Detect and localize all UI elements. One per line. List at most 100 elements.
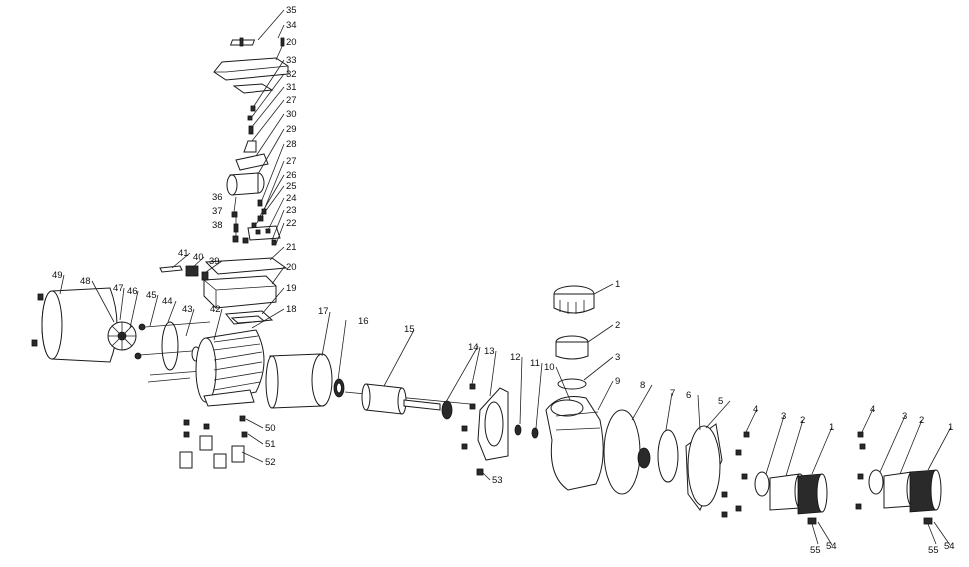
part-label: 47	[113, 283, 124, 294]
leader-line	[631, 384, 653, 421]
motor-assembly	[31, 287, 471, 469]
leader-line	[91, 280, 115, 323]
part-label: 21	[286, 242, 297, 253]
part-label: 49	[52, 270, 63, 281]
part-label: 16	[358, 316, 369, 327]
terminal-box-group	[159, 257, 288, 325]
part-label: 6	[686, 390, 691, 401]
part-label: 3	[615, 352, 620, 363]
leader-line	[167, 300, 177, 323]
leader-line	[705, 400, 731, 429]
part-label: 4	[753, 404, 758, 415]
leader-line	[321, 311, 331, 357]
part-label: 24	[286, 193, 297, 204]
leader-line	[149, 294, 159, 327]
part-label: 13	[484, 346, 495, 357]
part-label: 12	[510, 352, 521, 363]
leader-line	[263, 160, 285, 211]
part-label: 26	[286, 170, 297, 181]
part-label: 27	[286, 156, 297, 167]
part-label: 5	[718, 396, 723, 407]
leader-line	[205, 260, 223, 273]
leader-line	[275, 222, 285, 245]
part-label: 3	[781, 411, 786, 422]
part-label: 27	[286, 95, 297, 106]
leader-line	[259, 174, 285, 217]
part-label: 54	[826, 541, 837, 552]
leader-line	[927, 426, 952, 471]
leader-line	[811, 426, 833, 475]
leader-line	[745, 408, 758, 433]
leader-line	[471, 346, 481, 385]
part-label: 50	[265, 423, 276, 434]
part-label: 35	[286, 5, 297, 16]
part-label: 55	[928, 545, 939, 556]
part-label: 44	[162, 296, 173, 307]
part-label: 48	[80, 276, 91, 287]
part-label: 55	[810, 545, 821, 556]
leader-line	[267, 197, 285, 231]
part-label: 37	[212, 206, 223, 217]
leader-line	[269, 246, 285, 261]
leader-line	[257, 9, 285, 41]
part-labels: 35 34 20 33 32 31 27 30 29 28 27 26 25 2…	[52, 5, 955, 556]
terminal-box-cover-group	[213, 37, 289, 246]
leader-line	[233, 196, 237, 213]
part-label: 51	[265, 439, 276, 450]
part-label: 10	[544, 362, 555, 373]
leader-line	[555, 366, 571, 401]
leader-line	[119, 287, 125, 321]
part-label: 11	[530, 358, 540, 369]
part-label: 30	[286, 109, 297, 120]
leader-line	[275, 41, 285, 61]
part-label: 9	[615, 376, 620, 387]
part-label: 1	[948, 422, 953, 433]
leader-line	[817, 521, 833, 546]
leader-line	[593, 283, 614, 295]
part-label: 34	[286, 20, 297, 31]
leader-line	[665, 392, 673, 431]
part-label: 32	[286, 69, 297, 80]
part-label: 2	[615, 320, 620, 331]
leader-line	[597, 380, 614, 411]
leader-line	[271, 266, 285, 285]
part-label: 33	[286, 55, 297, 66]
leader-line	[811, 523, 819, 545]
part-label: 25	[286, 181, 297, 192]
leader-line	[257, 128, 285, 175]
leader-line	[337, 319, 347, 381]
leader-line	[191, 256, 205, 269]
leader-line	[271, 209, 285, 241]
part-label: 54	[944, 541, 955, 552]
leader-line	[255, 185, 285, 225]
part-label: 18	[286, 304, 297, 315]
part-label: 20	[286, 37, 297, 48]
leader-line	[933, 521, 951, 546]
leader-line	[241, 451, 264, 463]
part-label: 23	[286, 205, 297, 216]
leader-line	[255, 113, 285, 157]
part-label: 42	[210, 304, 221, 315]
leader-line	[185, 308, 195, 337]
leader-line	[765, 415, 785, 475]
leader-line	[879, 415, 906, 473]
part-label: 7	[670, 388, 675, 399]
part-label: 46	[127, 286, 138, 297]
leader-line	[250, 73, 285, 119]
part-label: 31	[286, 82, 297, 93]
part-label: 40	[193, 252, 204, 263]
part-label: 28	[286, 139, 297, 150]
leader-line	[251, 308, 285, 329]
leader-line	[251, 99, 285, 142]
leader-line	[277, 24, 285, 39]
leader-line	[445, 345, 479, 403]
leader-line	[489, 350, 497, 397]
leader-line	[899, 419, 923, 475]
part-label: 17	[318, 306, 329, 317]
part-label: 19	[286, 283, 297, 294]
part-label: 29	[286, 124, 297, 135]
part-label: 22	[286, 218, 297, 229]
leader-line	[861, 408, 874, 433]
leader-line	[59, 274, 65, 295]
